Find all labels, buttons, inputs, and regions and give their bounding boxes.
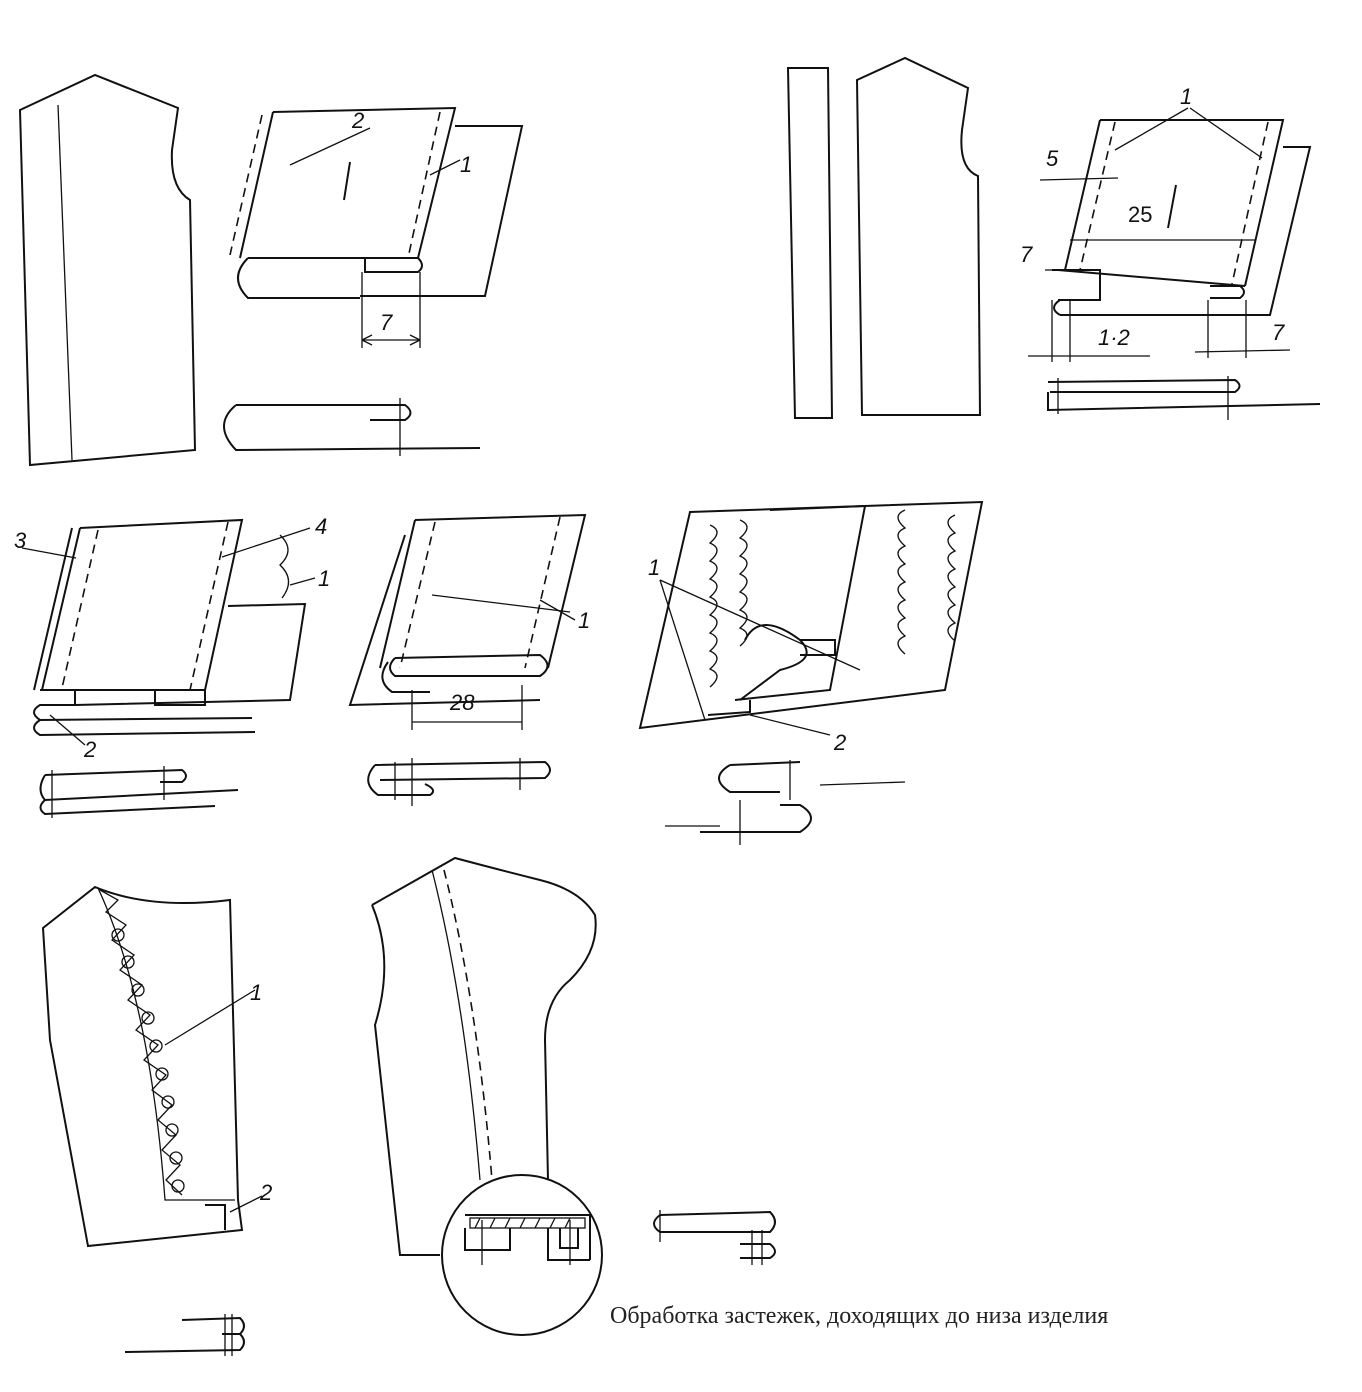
fig5-section (665, 760, 906, 845)
fig6-panel: 1 2 (41, 885, 272, 1248)
fig3-label-2: 2 (83, 737, 96, 762)
fig3-section (39, 766, 239, 818)
magnifier-circle (441, 1174, 603, 1336)
fig5-facing-diagram: 1 2 (638, 500, 984, 755)
fig1-label-2: 2 (351, 108, 364, 133)
figure-caption: Обработка застежек, доходящих до низа из… (610, 1303, 1109, 1329)
fig4-facing-diagram: 1 28 (348, 513, 590, 730)
fig2-dim-5: 5 (1046, 146, 1059, 171)
fig1-front-panel (18, 73, 197, 467)
fig4-section (367, 758, 551, 806)
fig2-dim-7b: 7 (1272, 320, 1285, 345)
fig1-facing-diagram: 2 1 7 (229, 106, 524, 348)
fig1-section (223, 398, 481, 456)
fig3-label-1: 1 (318, 566, 330, 591)
fig6-zigzag-seam (99, 889, 185, 1196)
fig2-panels (786, 56, 982, 419)
fig6-label-1: 1 (250, 980, 262, 1005)
fig2-dim-12: 1·2 (1098, 325, 1130, 350)
fig3-label-4: 4 (315, 514, 327, 539)
fig6-section (124, 1314, 245, 1356)
fig3-label-3: 3 (14, 528, 27, 553)
fig2-dim-7a: 7 (1020, 242, 1033, 267)
fig2-dim-25: 25 (1128, 202, 1152, 227)
fig6-label-2: 2 (259, 1180, 272, 1205)
fig5-label-1: 1 (648, 555, 660, 580)
fig1-dim-7: 7 (380, 310, 393, 335)
fig3-facing-diagram: 3 4 1 2 (14, 514, 330, 762)
fig7-panel (371, 856, 603, 1336)
fig7-section (653, 1210, 776, 1265)
fig4-label-1: 1 (578, 608, 590, 633)
fig2-section (1047, 376, 1321, 420)
fig2-facing-diagram: 1 5 25 7 1·2 7 (1020, 84, 1312, 362)
fig1-label-1: 1 (460, 152, 472, 177)
fig5-label-2: 2 (833, 730, 846, 755)
fig4-dim-28: 28 (449, 690, 475, 715)
fig2-label-1: 1 (1180, 84, 1192, 109)
